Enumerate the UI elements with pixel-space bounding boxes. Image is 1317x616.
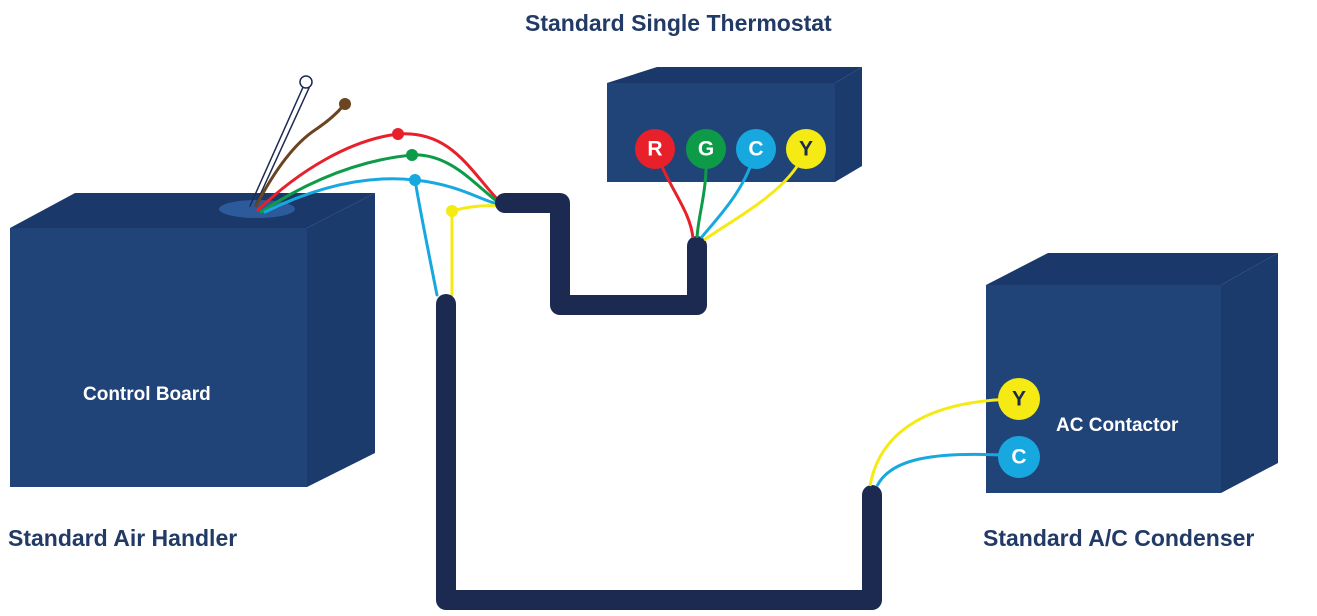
brown-wire bbox=[254, 104, 345, 208]
terminal-c-circle bbox=[736, 129, 776, 169]
terminal-y-label: Y bbox=[799, 138, 813, 161]
condenser-side bbox=[1221, 253, 1278, 493]
contactor-c-label: C bbox=[1011, 446, 1026, 469]
condenser-c-wire bbox=[875, 452, 1020, 487]
yellow-wire-dot bbox=[446, 205, 458, 217]
air-handler-unit: Control Board bbox=[10, 193, 375, 487]
condenser-terminals: Y C bbox=[998, 378, 1040, 478]
thermostat-title: Standard Single Thermostat bbox=[525, 10, 832, 36]
terminal-g-label: G bbox=[698, 138, 714, 161]
terminal-c-label: C bbox=[748, 138, 763, 161]
condenser-wires bbox=[868, 397, 1020, 487]
contactor-c-circle bbox=[998, 436, 1040, 478]
air-handler-wires bbox=[249, 75, 500, 297]
terminal-g-circle bbox=[686, 129, 726, 169]
condenser-title: Standard A/C Condenser bbox=[983, 525, 1254, 551]
contactor-y-label: Y bbox=[1012, 388, 1026, 411]
thermostat-side bbox=[835, 67, 862, 182]
blue-wire-down bbox=[413, 178, 439, 297]
air-handler-front bbox=[10, 228, 307, 487]
thermostat-cable bbox=[495, 193, 707, 315]
condenser-y-wire bbox=[868, 397, 1020, 487]
condenser-cable bbox=[436, 294, 882, 610]
condenser-top bbox=[986, 253, 1278, 285]
air-handler-side bbox=[307, 193, 375, 487]
control-board-label: Control Board bbox=[83, 384, 211, 405]
yellow-wire bbox=[450, 204, 500, 213]
white-wire bbox=[249, 84, 310, 207]
thermostat-terminals: R G C Y bbox=[635, 129, 826, 169]
ac-contactor-label: AC Contactor bbox=[1056, 415, 1179, 436]
red-wire-dot bbox=[392, 128, 404, 140]
terminal-y-circle bbox=[786, 129, 826, 169]
contactor-y-circle bbox=[998, 378, 1040, 420]
air-handler-title: Standard Air Handler bbox=[8, 525, 237, 551]
green-wire-dot bbox=[406, 149, 418, 161]
terminal-r-circle bbox=[635, 129, 675, 169]
white-wire-end bbox=[299, 75, 313, 89]
brown-wire-end bbox=[339, 98, 351, 110]
terminal-r-label: R bbox=[647, 138, 662, 161]
thermostat-top bbox=[607, 67, 862, 83]
